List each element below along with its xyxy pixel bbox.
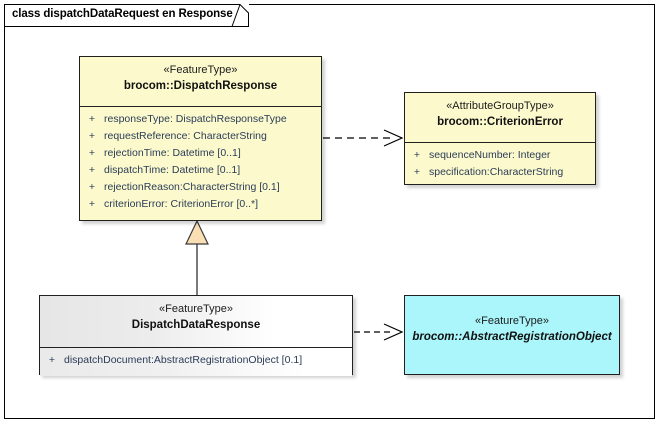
class-box-dispatch-data-response[interactable]: «FeatureType» DispatchDataResponse + dis… — [39, 295, 353, 376]
attribute-visibility: + — [48, 354, 56, 366]
frame-tab-shape-icon — [4, 4, 249, 27]
class-compartment-separator — [80, 106, 321, 107]
attribute-text: criterionError: CriterionError [0..*] — [104, 198, 259, 210]
class-box-dispatch-response[interactable]: «FeatureType» brocom::DispatchResponse +… — [79, 56, 322, 221]
class-box-abstract-registration-object[interactable]: «FeatureType» brocom::AbstractRegistrati… — [404, 295, 620, 375]
class-name: brocom::CriterionError — [437, 116, 563, 128]
class-header-criterion-error: «AttributeGroupType» brocom::CriterionEr… — [405, 93, 595, 142]
class-header-abstract-registration-object: «FeatureType» brocom::AbstractRegistrati… — [405, 296, 619, 374]
attribute-visibility: + — [88, 181, 96, 193]
attribute-visibility: + — [88, 147, 96, 159]
attribute-text: dispatchTime: Datetime [0..1] — [104, 164, 241, 176]
attribute-row: + criterionError: CriterionError [0..*] — [80, 196, 321, 213]
attribute-visibility: + — [413, 149, 421, 161]
attribute-row: + sequenceNumber: Integer — [405, 147, 595, 164]
attribute-visibility: + — [88, 164, 96, 176]
attribute-row: + requestReference: CharacterString — [80, 128, 321, 145]
class-header-dispatch-response: «FeatureType» brocom::DispatchResponse — [80, 57, 321, 106]
attribute-visibility: + — [413, 166, 421, 178]
class-compartment-separator — [405, 142, 595, 143]
attribute-text: rejectionReason:CharacterString [0.1] — [104, 181, 280, 193]
class-stereotype: «FeatureType» — [475, 315, 549, 327]
attribute-visibility: + — [88, 198, 96, 210]
attribute-row: + dispatchDocument:AbstractRegistrationO… — [40, 352, 352, 369]
class-name: DispatchDataResponse — [131, 319, 261, 331]
class-box-criterion-error[interactable]: «AttributeGroupType» brocom::CriterionEr… — [404, 92, 596, 185]
attribute-row: + rejectionReason:CharacterString [0.1] — [80, 179, 321, 196]
attribute-row: + specification:CharacterString — [405, 164, 595, 181]
attribute-text: sequenceNumber: Integer — [429, 149, 551, 161]
class-attributes-criterion-error: + sequenceNumber: Integer + specificatio… — [405, 143, 595, 186]
diagram-title: class dispatchDataRequest en Response — [12, 8, 233, 20]
class-attributes-dispatch-data-response: + dispatchDocument:AbstractRegistrationO… — [40, 348, 352, 376]
diagram-frame — [4, 4, 655, 419]
attribute-row: + dispatchTime: Datetime [0..1] — [80, 162, 321, 179]
diagram-frame-tab: class dispatchDataRequest en Response — [4, 4, 249, 27]
attribute-row: + responseType: DispatchResponseType — [80, 111, 321, 128]
class-compartment-separator — [40, 347, 352, 348]
attribute-row: + rejectionTime: Datetime [0..1] — [80, 145, 321, 162]
class-stereotype: «FeatureType» — [163, 64, 238, 76]
class-name: brocom::DispatchResponse — [123, 80, 278, 92]
class-stereotype: «AttributeGroupType» — [446, 100, 554, 112]
class-stereotype: «FeatureType» — [159, 303, 233, 315]
class-attributes-dispatch-response: + responseType: DispatchResponseType + r… — [80, 107, 321, 218]
attribute-visibility: + — [88, 130, 96, 142]
attribute-text: rejectionTime: Datetime [0..1] — [104, 147, 241, 159]
attribute-text: dispatchDocument:AbstractRegistrationObj… — [64, 354, 303, 366]
attribute-visibility: + — [88, 113, 96, 125]
attribute-text: responseType: DispatchResponseType — [104, 113, 287, 125]
attribute-text: requestReference: CharacterString — [104, 130, 267, 142]
class-name: brocom::AbstractRegistrationObject — [412, 331, 612, 343]
attribute-text: specification:CharacterString — [429, 166, 564, 178]
class-header-dispatch-data-response: «FeatureType» DispatchDataResponse — [40, 296, 352, 347]
